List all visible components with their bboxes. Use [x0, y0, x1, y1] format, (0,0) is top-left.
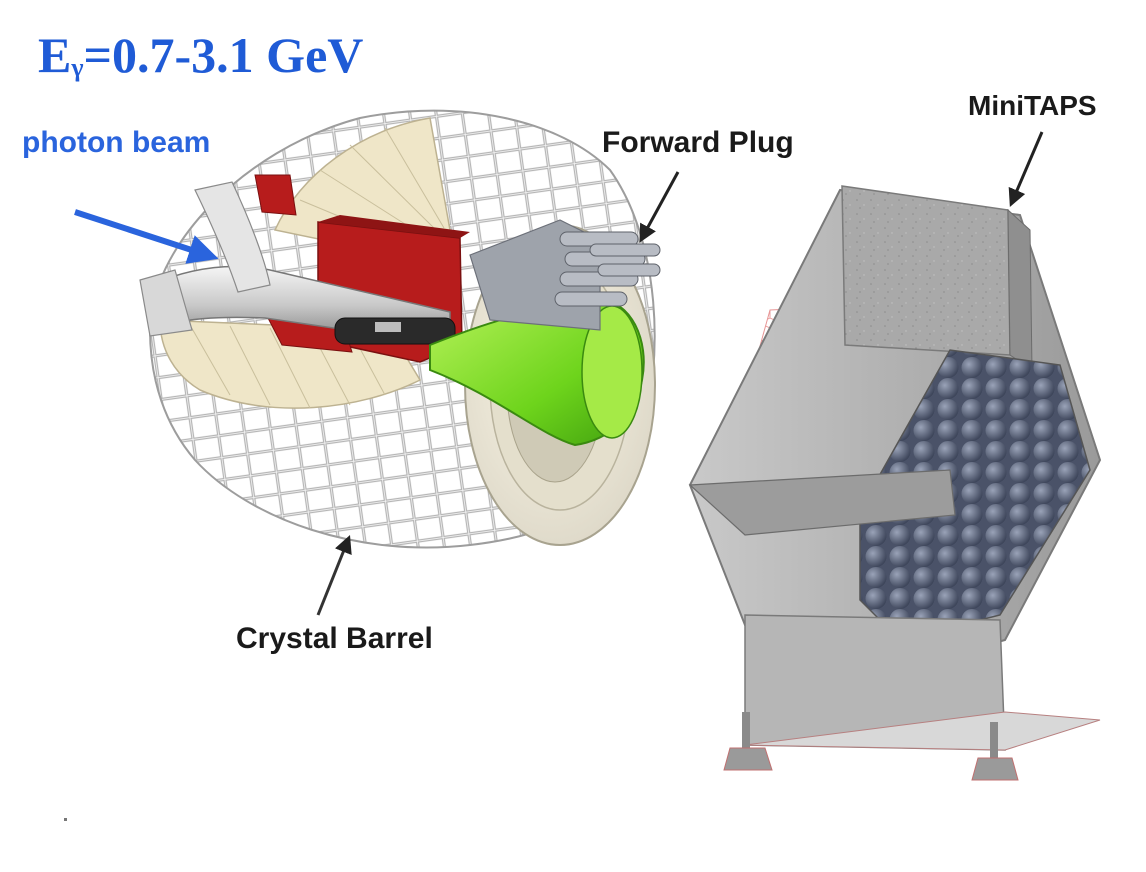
- photon-beam-label: photon beam: [22, 126, 211, 159]
- crystal-barrel-arrow: [316, 534, 352, 616]
- title-rest: =0.7-3.1 GeV: [83, 27, 364, 83]
- minitaps-arrow: [1008, 131, 1044, 207]
- title-main: E: [38, 27, 72, 83]
- energy-range-title: Eγ=0.7-3.1 GeV: [38, 27, 364, 83]
- minitaps-detector: [688, 185, 1102, 781]
- minitaps-crystal-array: [859, 349, 1091, 641]
- minitaps-shelf: [688, 469, 956, 536]
- forward-plug-arrow: [639, 171, 680, 243]
- title-subscript: γ: [71, 53, 84, 82]
- minitaps-feet: [723, 712, 1019, 781]
- photon-beam-arrow: [74, 209, 219, 264]
- minitaps-label: MiniTAPS: [968, 90, 1097, 121]
- minitaps-lid: [841, 185, 1011, 356]
- crystal-barrel-detector: [139, 109, 661, 549]
- forward-plug: [469, 219, 661, 331]
- crystal-barrel-label: Crystal Barrel: [236, 622, 433, 655]
- stray-mark: [64, 818, 67, 821]
- forward-plug-label: Forward Plug: [602, 126, 794, 159]
